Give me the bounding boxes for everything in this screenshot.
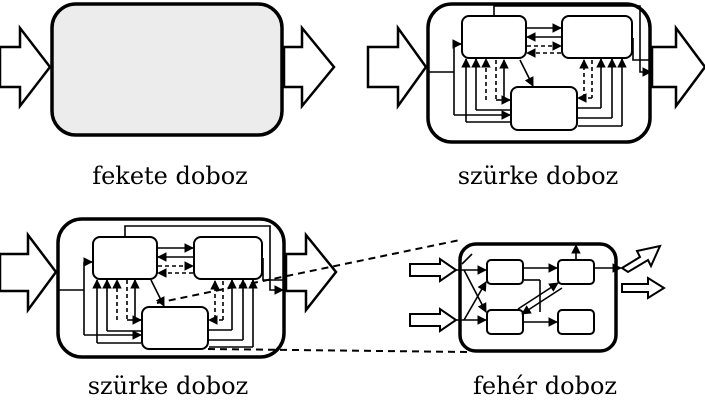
black-box: [50, 2, 284, 137]
input-arrow: [409, 257, 458, 283]
component-box: [193, 236, 263, 280]
component-box: [557, 259, 595, 285]
output-arrow: [284, 231, 338, 314]
component-box: [510, 86, 578, 131]
input-arrow: [0, 24, 52, 110]
grey-box-bottom-label: szürke doboz: [87, 372, 249, 400]
component-box: [561, 15, 633, 59]
grey-box-top-label: szürke doboz: [457, 162, 619, 190]
white-box-diagram: [409, 242, 666, 353]
grey-box-top-diagram: [366, 2, 705, 144]
connections: [428, 5, 652, 127]
component-box: [92, 236, 158, 280]
black-box-label: fekete doboz: [92, 162, 248, 190]
input-arrow: [366, 24, 428, 110]
output-arrow: [620, 244, 662, 274]
white-box-label: fehér doboz: [472, 372, 618, 400]
output-arrow: [650, 24, 705, 110]
input-arrow: [0, 231, 58, 314]
component-box: [486, 259, 524, 285]
connections: [456, 244, 622, 327]
output-arrow: [621, 276, 666, 300]
black-box-diagram: [0, 2, 336, 137]
connections: [58, 225, 284, 348]
output-arrow: [282, 24, 336, 110]
component-box: [461, 15, 527, 59]
component-box: [557, 309, 595, 335]
input-arrow: [409, 307, 458, 333]
component-box: [141, 306, 209, 350]
zoom-lines: [156, 239, 469, 353]
component-box: [486, 309, 524, 335]
grey-box-bottom-diagram: [0, 217, 338, 359]
